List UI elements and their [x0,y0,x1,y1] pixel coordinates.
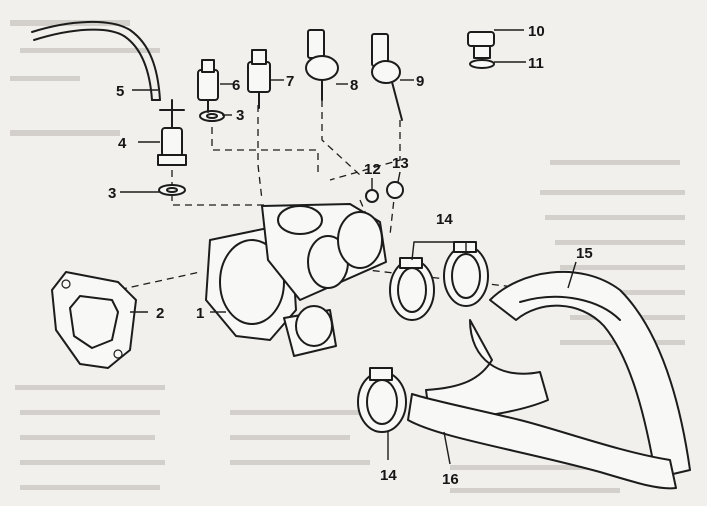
background-bleed-text [10,20,685,493]
callout-7: 7 [286,73,294,90]
callout-9: 9 [416,73,424,90]
part-sensor-7 [247,49,271,109]
part-hose-15 [489,270,691,479]
part-sensor-6 [197,59,219,113]
part-nut-13 [386,181,404,199]
callout-3-lower: 3 [108,185,116,202]
part-washer-12 [365,189,379,203]
callout-6: 6 [232,77,240,94]
part-housing-1 [205,203,387,357]
washer-3-lower-hole [166,187,178,193]
callout-11: 11 [528,55,544,72]
callout-3-upper: 3 [236,107,244,124]
part-sensor-4 [157,99,187,166]
callout-2: 2 [156,305,164,322]
part-sensor-8 [305,29,339,101]
part-washer-11 [469,59,495,69]
callout-16: 16 [442,471,459,488]
part-hose-16 [407,319,677,490]
part-plug-10 [467,31,495,59]
callout-4: 4 [118,135,127,152]
callout-10: 10 [528,23,545,40]
callout-15: 15 [576,245,593,262]
callout-13: 13 [392,155,409,172]
washer-3-upper-hole [206,113,218,119]
part-clamp-14-upper [389,241,489,321]
callout-14-lower: 14 [380,467,397,484]
part-sensor-9 [371,33,403,121]
callout-1: 1 [196,305,204,322]
callout-14-upper: 14 [436,211,453,228]
part-clamp-14-lower [357,367,407,433]
callout-5: 5 [116,83,124,100]
part-hose-5 [31,20,161,101]
leader-lines [120,29,577,465]
callout-12: 12 [364,161,381,178]
part-gasket-2 [51,271,137,369]
callout-labels: 1 2 3 3 4 5 6 7 8 9 10 11 12 13 14 14 15… [108,23,593,488]
callout-8: 8 [350,77,358,94]
